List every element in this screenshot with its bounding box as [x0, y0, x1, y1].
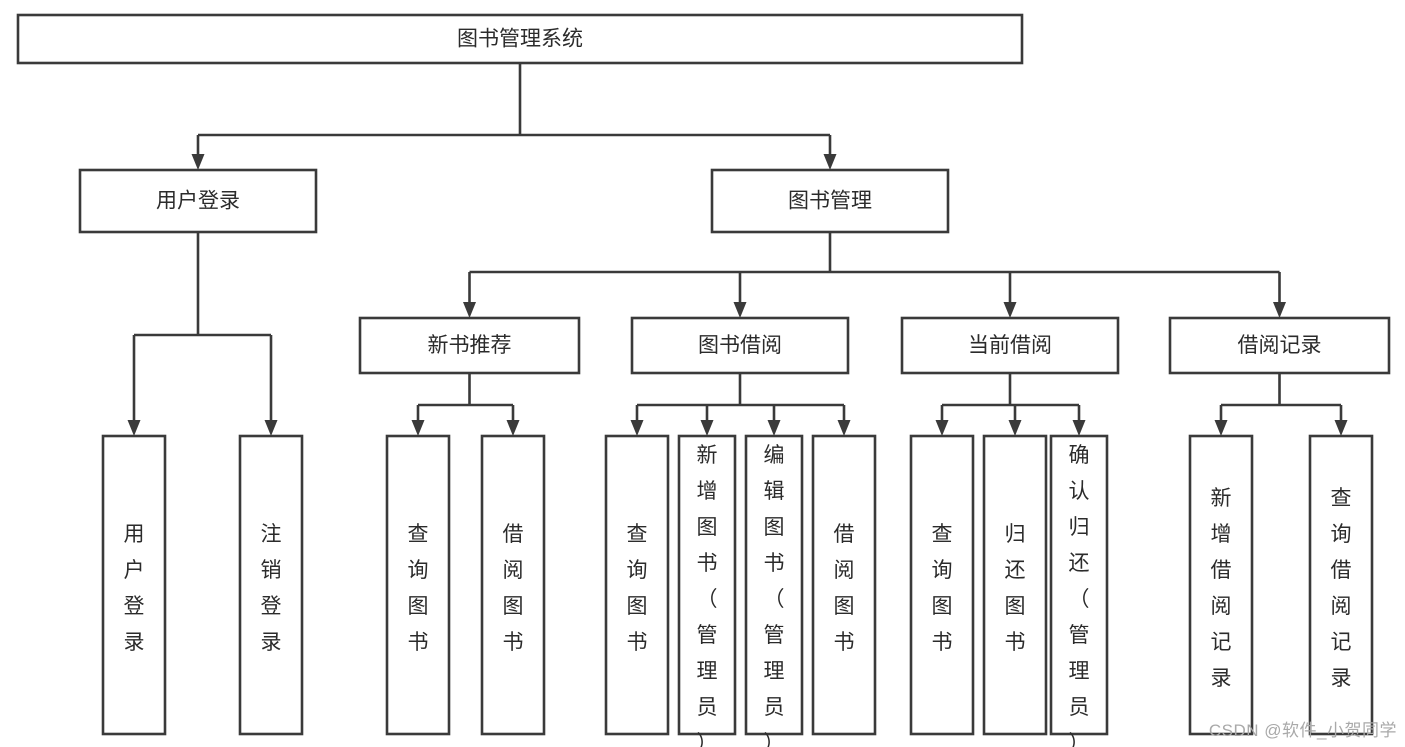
- arrowhead-leaf-10: [1072, 420, 1086, 436]
- node-label-leaf-9: 归还图书: [1005, 523, 1026, 654]
- arrowhead-l2-0: [191, 154, 205, 170]
- node-label-leaf-10: 确认归还（管理员）: [1069, 444, 1090, 747]
- node-label-l3-0: 新书推荐: [428, 334, 512, 357]
- arrowhead-l3-3: [1273, 302, 1286, 318]
- glyph-bracket: （: [764, 588, 785, 611]
- arrowhead-leaf-5: [700, 420, 714, 436]
- node-leaf-7[interactable]: 借阅图书: [811, 434, 877, 736]
- node-box-leaf-9[interactable]: [982, 434, 1048, 736]
- node-box-l2-1[interactable]: [710, 168, 950, 234]
- node-label-leaf-3: 借阅图书: [503, 523, 524, 654]
- node-label-l2-0: 用户登录: [156, 190, 240, 213]
- arrowhead-l3-0: [463, 302, 476, 318]
- node-box-l3-2[interactable]: [900, 316, 1120, 375]
- arrowhead-leaf-11: [1214, 420, 1228, 436]
- node-leaf-1[interactable]: 注销登录: [238, 434, 304, 736]
- node-leaf-6[interactable]: 编辑图书（管理员）: [744, 434, 804, 747]
- node-root[interactable]: 图书管理系统: [16, 13, 1024, 65]
- node-label-l3-2: 当前借阅: [968, 334, 1052, 357]
- glyph-bracket: （: [697, 588, 718, 611]
- node-label-l2-1: 图书管理: [788, 190, 872, 213]
- node-l3-0[interactable]: 新书推荐: [358, 316, 581, 375]
- node-label-leaf-12: 查询借阅记录: [1331, 487, 1352, 690]
- node-leaf-0[interactable]: 用户登录: [101, 434, 167, 736]
- node-label-leaf-1: 注销登录: [261, 523, 282, 654]
- connector-group-l3-0: [411, 373, 520, 436]
- node-label-l3-1: 图书借阅: [698, 334, 782, 357]
- node-box-l3-1[interactable]: [630, 316, 850, 375]
- node-box-leaf-6[interactable]: [744, 434, 804, 736]
- node-box-l2-0[interactable]: [78, 168, 318, 234]
- arrowhead-leaf-6: [767, 420, 781, 436]
- node-leaf-3[interactable]: 借阅图书: [480, 434, 546, 736]
- arrowhead-leaf-1: [264, 420, 278, 436]
- connector-group-l2-0: [127, 232, 278, 436]
- arrowhead-l3-1: [733, 302, 747, 318]
- watermark-text: CSDN @软件_小贺同学: [1208, 721, 1397, 740]
- node-leaf-2[interactable]: 查询图书: [385, 434, 451, 736]
- node-box-leaf-7[interactable]: [811, 434, 877, 736]
- node-leaf-11[interactable]: 新增借阅记录: [1188, 434, 1254, 736]
- arrowhead-leaf-7: [837, 420, 851, 436]
- node-box-leaf-12[interactable]: [1308, 434, 1374, 736]
- arrowhead-l3-2: [1003, 302, 1017, 318]
- connector-group-l3-3: [1214, 373, 1348, 436]
- arrowhead-leaf-0: [127, 420, 141, 436]
- arrowhead-leaf-2: [411, 420, 425, 436]
- node-label-leaf-7: 借阅图书: [834, 523, 855, 654]
- node-label-root: 图书管理系统: [457, 28, 583, 51]
- node-l2-1[interactable]: 图书管理: [710, 168, 950, 234]
- node-leaf-9[interactable]: 归还图书: [982, 434, 1048, 736]
- node-box-leaf-4[interactable]: [604, 434, 670, 736]
- node-label-leaf-2: 查询图书: [408, 523, 429, 654]
- node-l2-0[interactable]: 用户登录: [78, 168, 318, 234]
- node-label-leaf-11: 新增借阅记录: [1211, 487, 1232, 690]
- node-leaf-5[interactable]: 新增图书（管理员）: [677, 434, 737, 747]
- connector-group-l3-2: [935, 373, 1086, 436]
- glyph-bracket: ）: [1069, 732, 1090, 747]
- arrowhead-leaf-8: [935, 420, 949, 436]
- connector-group-l3-1: [630, 373, 851, 436]
- node-leaf-12[interactable]: 查询借阅记录: [1308, 434, 1374, 736]
- node-label-leaf-4: 查询图书: [627, 523, 648, 654]
- node-box-leaf-5[interactable]: [677, 434, 737, 736]
- node-layer: 图书管理系统用户登录图书管理新书推荐图书借阅当前借阅借阅记录用户登录注销登录查询…: [16, 13, 1391, 747]
- node-l3-2[interactable]: 当前借阅: [900, 316, 1120, 375]
- arrowhead-leaf-9: [1008, 420, 1022, 436]
- node-leaf-10[interactable]: 确认归还（管理员）: [1049, 434, 1109, 747]
- glyph-bracket: ）: [764, 732, 785, 747]
- glyph-bracket: ）: [697, 732, 718, 747]
- node-l3-3[interactable]: 借阅记录: [1168, 316, 1391, 375]
- node-box-l3-0[interactable]: [358, 316, 581, 375]
- arrowhead-leaf-12: [1334, 420, 1348, 436]
- node-box-leaf-2[interactable]: [385, 434, 451, 736]
- connector-group-root: [191, 63, 837, 170]
- node-leaf-4[interactable]: 查询图书: [604, 434, 670, 736]
- node-box-leaf-11[interactable]: [1188, 434, 1254, 736]
- node-label-l3-3: 借阅记录: [1238, 334, 1322, 357]
- node-l3-1[interactable]: 图书借阅: [630, 316, 850, 375]
- node-box-leaf-0[interactable]: [101, 434, 167, 736]
- arrowhead-leaf-3: [506, 420, 520, 436]
- node-label-leaf-6: 编辑图书（管理员）: [764, 444, 785, 747]
- node-leaf-8[interactable]: 查询图书: [909, 434, 975, 736]
- node-box-leaf-3[interactable]: [480, 434, 546, 736]
- node-box-leaf-10[interactable]: [1049, 434, 1109, 736]
- arrowhead-l2-1: [823, 154, 837, 170]
- connector-layer: [127, 63, 1348, 436]
- node-label-leaf-8: 查询图书: [932, 523, 953, 654]
- node-box-root[interactable]: [16, 13, 1024, 65]
- node-box-leaf-8[interactable]: [909, 434, 975, 736]
- node-label-leaf-5: 新增图书（管理员）: [697, 444, 718, 747]
- node-box-leaf-1[interactable]: [238, 434, 304, 736]
- arrowhead-leaf-4: [630, 420, 644, 436]
- node-label-leaf-0: 用户登录: [124, 523, 145, 654]
- glyph-bracket: （: [1069, 588, 1090, 611]
- node-box-l3-3[interactable]: [1168, 316, 1391, 375]
- connector-group-l2-1: [463, 232, 1286, 318]
